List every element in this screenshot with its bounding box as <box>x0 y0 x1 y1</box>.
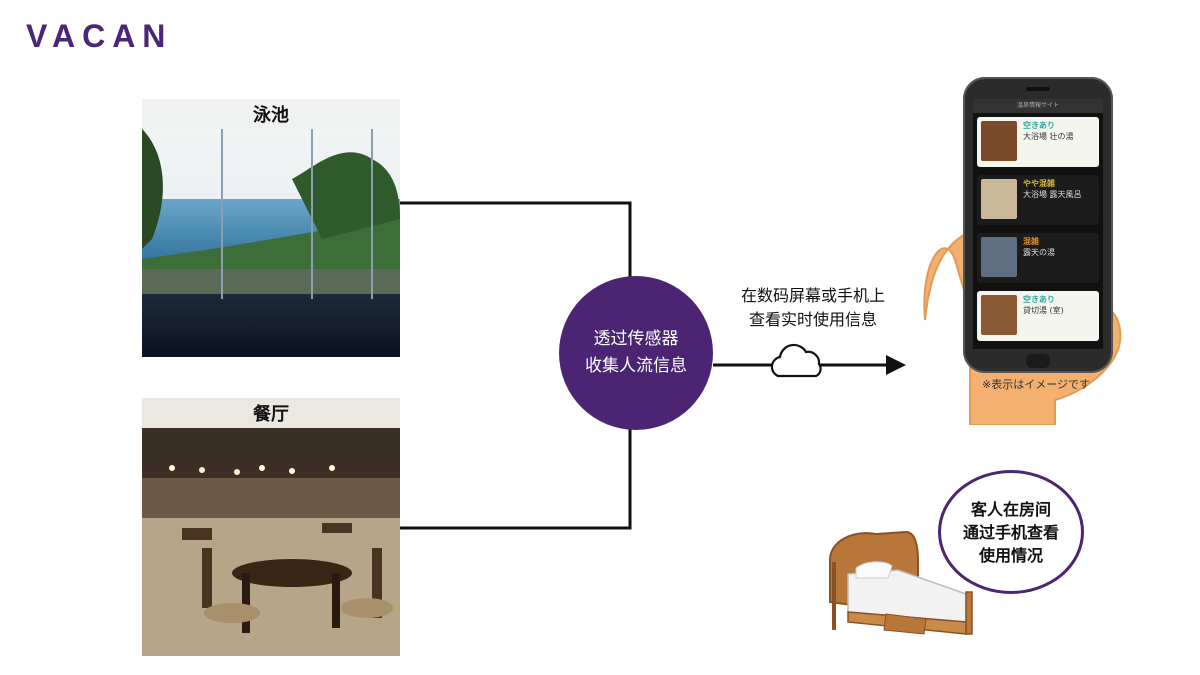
pool-image <box>142 99 400 357</box>
card-thumbnail <box>981 121 1017 161</box>
bed-illustration <box>829 530 973 635</box>
app-header: 温泉情報サイト <box>973 99 1103 113</box>
guest-line-3: 使用情况 <box>978 545 1043 565</box>
card-thumbnail <box>981 237 1017 277</box>
card-name: 大浴場 壮の湯 <box>1023 132 1074 141</box>
card-name: 大浴場 露天風呂 <box>1023 190 1082 199</box>
phone-speaker <box>1026 87 1050 91</box>
card-name: 露天の湯 <box>1023 248 1055 257</box>
card-thumbnail <box>981 295 1017 335</box>
card-name: 貸切湯 (室) <box>1023 306 1064 315</box>
caption-line-1: 在数码屏幕或手机上 <box>740 286 885 305</box>
phone-home-button <box>1026 354 1050 368</box>
guest-circle: 客人在房间 通过手机查看 使用情况 <box>938 470 1084 594</box>
restaurant-photo: 餐厅 <box>142 398 400 656</box>
restaurant-connector <box>400 410 632 530</box>
app-card[interactable]: 空きあり 貸切湯 (室) <box>977 291 1099 341</box>
app-card[interactable]: 空きあり 大浴場 壮の湯 <box>977 117 1099 167</box>
pool-photo: 泳池 <box>142 99 400 357</box>
display-caption: 在数码屏幕或手机上 查看实时使用信息 <box>716 284 910 332</box>
caption-line-2: 查看实时使用信息 <box>748 310 877 329</box>
card-status: 空きあり <box>1023 121 1055 130</box>
app-card[interactable]: やや混雑 大浴場 露天風呂 <box>977 175 1099 225</box>
image-note: ※表示はイメージです <box>982 378 1090 391</box>
card-status: 混雑 <box>1023 237 1039 246</box>
card-status: やや混雑 <box>1023 179 1055 188</box>
restaurant-label: 餐厅 <box>253 404 289 425</box>
app-header-title: 温泉情報サイト <box>1016 102 1059 109</box>
sensor-circle: 透过传感器 收集人流信息 <box>559 276 713 430</box>
cloud-icon <box>770 343 822 378</box>
app-card[interactable]: 混雑 露天の湯 <box>977 233 1099 283</box>
pool-connector <box>400 201 632 300</box>
restaurant-image <box>142 398 400 656</box>
card-thumbnail <box>981 179 1017 219</box>
pool-label: 泳池 <box>253 105 289 126</box>
guest-line-2: 通过手机查看 <box>962 522 1059 542</box>
sensor-line-2: 收集人流信息 <box>585 356 687 376</box>
phone-screen: 温泉情報サイト 空きあり 大浴場 壮の湯 やや混雑 大浴場 露天風呂 <box>973 99 1103 349</box>
vacan-logo: VACAN <box>26 18 173 54</box>
card-status: 空きあり <box>1023 295 1055 304</box>
arrow-head <box>886 355 906 375</box>
sensor-line-1: 透过传感器 <box>593 329 679 349</box>
smartphone: 温泉情報サイト 空きあり 大浴場 壮の湯 やや混雑 大浴場 露天風呂 <box>963 77 1113 373</box>
guest-line-1: 客人在房间 <box>970 499 1051 519</box>
